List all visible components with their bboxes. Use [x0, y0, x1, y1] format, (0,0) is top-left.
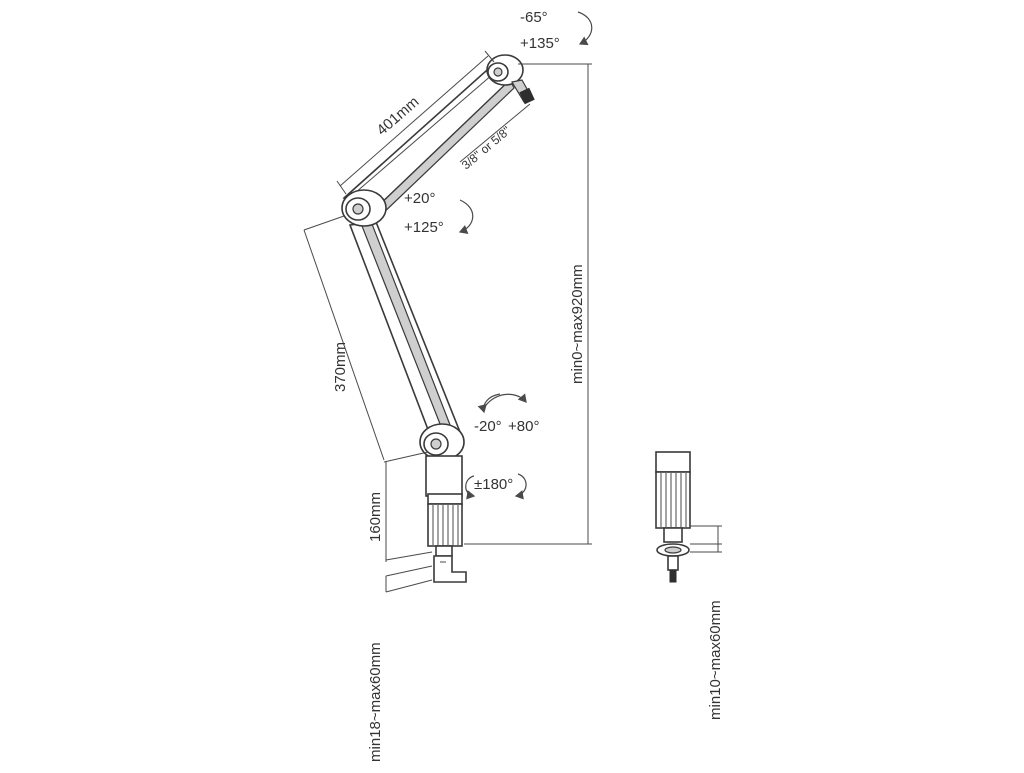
label-rot-base-pos: +80° — [508, 418, 539, 435]
label-rot-mid-pos1: +20° — [404, 190, 435, 207]
middle-joint — [341, 189, 387, 227]
dim-clamp — [385, 565, 433, 593]
knurled-grip — [432, 505, 459, 545]
grommet-mount — [655, 451, 691, 583]
label-rot-top-neg: -65° — [520, 9, 548, 26]
label-lower-arm-length: 370mm — [332, 342, 349, 392]
dim-post-height — [385, 462, 433, 562]
dim-upper-arm — [336, 50, 495, 195]
dim-thread — [459, 103, 531, 163]
label-upper-arm-length: 401mm — [373, 93, 422, 139]
dim-lower-arm — [303, 215, 429, 463]
label-total-height: min0~max920mm — [569, 264, 586, 384]
label-clamp-range: min18~max60mm — [367, 642, 384, 762]
top-joint — [486, 54, 535, 105]
rotation-arrow-top — [577, 11, 593, 46]
rotation-arrow-base-left — [477, 393, 501, 414]
swivel-arrows — [465, 473, 527, 500]
label-rot-top-pos: +135° — [520, 35, 560, 52]
rotation-arrow-base-right — [483, 393, 527, 409]
base-joint — [419, 423, 465, 497]
label-post-height: 160mm — [367, 492, 384, 542]
upper-arm — [342, 60, 515, 219]
post-and-clamp — [427, 493, 467, 583]
knurled-grip-grommet — [660, 473, 687, 527]
label-rot-mid-pos2: +125° — [404, 219, 444, 236]
dim-grommet — [690, 525, 722, 553]
label-rot-base-neg: -20° — [474, 418, 502, 435]
label-swivel: ±180° — [474, 476, 513, 493]
rotation-arrow-middle — [458, 199, 474, 234]
dim-total-height — [464, 63, 592, 545]
thread-mount — [519, 87, 535, 105]
label-grommet-range: min10~max60mm — [707, 600, 724, 720]
lower-arm — [348, 221, 462, 441]
